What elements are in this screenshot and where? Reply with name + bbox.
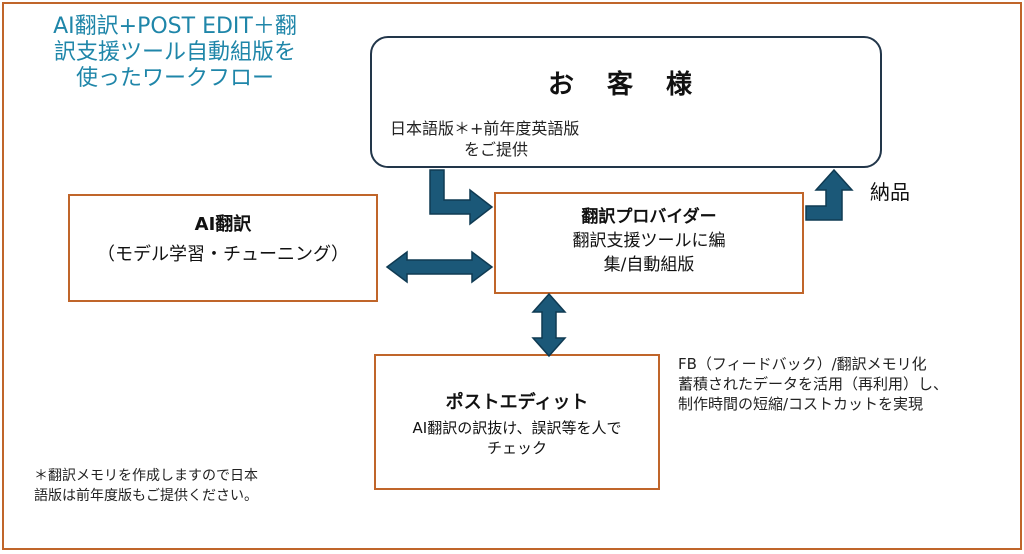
provider-body: 翻訳支援ツールに編 集/自動組版 bbox=[496, 229, 802, 277]
diagram-title: AI翻訳+POST EDIT＋翻 訳支援ツール自動組版を 使ったワークフロー bbox=[20, 14, 330, 92]
provider-to-delivery-arrow bbox=[805, 168, 854, 221]
delivery-label: 納品 bbox=[870, 180, 910, 204]
provider-postedit-double-arrow bbox=[531, 292, 567, 358]
connector-arrows bbox=[385, 168, 854, 358]
ai-provider-double-arrow bbox=[385, 250, 494, 284]
title-line: 訳支援ツール自動組版を bbox=[53, 40, 296, 65]
ai-translation-subtitle: （モデル学習・チューニング） bbox=[97, 244, 349, 265]
ai-translation-box: AI翻訳 （モデル学習・チューニング） bbox=[68, 194, 378, 302]
title-line: AI翻訳+POST EDIT＋翻 bbox=[53, 14, 297, 39]
customer-note: 日本語版＊+前年度英語版 をご提供 bbox=[390, 118, 579, 160]
customer-to-provider-arrow bbox=[429, 169, 494, 226]
feedback-note-line: FB（フィードバック）/翻訳メモリ化 bbox=[678, 355, 927, 373]
post-edit-title: ポストエディット bbox=[445, 392, 589, 413]
provider-box: 翻訳プロバイダー 翻訳支援ツールに編 集/自動組版 bbox=[494, 192, 804, 294]
footnote-line: ＊翻訳メモリを作成しますので日本 bbox=[34, 468, 258, 484]
post-edit-body: AI翻訳の訳抜け、誤訳等を人で チェック bbox=[376, 418, 658, 458]
customer-box: お 客 様 日本語版＊+前年度英語版 をご提供 bbox=[370, 36, 882, 168]
feedback-note-line: 制作時間の短縮/コストカットを実現 bbox=[678, 395, 924, 413]
ai-translation-title: AI翻訳 bbox=[194, 214, 252, 235]
post-edit-box: ポストエディット AI翻訳の訳抜け、誤訳等を人で チェック bbox=[374, 354, 660, 490]
provider-body-line: 集/自動組版 bbox=[603, 255, 695, 275]
customer-note-line: をご提供 bbox=[464, 140, 529, 159]
footnote: ＊翻訳メモリを作成しますので日本 語版は前年度版もご提供ください。 bbox=[34, 466, 258, 506]
feedback-note-line: 蓄積されたデータを活用（再利用）し、 bbox=[678, 375, 949, 393]
provider-title: 翻訳プロバイダー bbox=[581, 207, 717, 227]
title-line: 使ったワークフロー bbox=[75, 66, 274, 91]
post-edit-body-line: AI翻訳の訳抜け、誤訳等を人で bbox=[412, 419, 622, 437]
footnote-line: 語版は前年度版もご提供ください。 bbox=[34, 488, 258, 504]
post-edit-body-line: チェック bbox=[486, 439, 547, 457]
provider-body-line: 翻訳支援ツールに編 bbox=[572, 231, 726, 251]
feedback-note: FB（フィードバック）/翻訳メモリ化 蓄積されたデータを活用（再利用）し、 制作… bbox=[678, 354, 948, 414]
customer-name: お 客 様 bbox=[547, 70, 705, 100]
customer-note-line: 日本語版＊+前年度英語版 bbox=[390, 119, 580, 138]
